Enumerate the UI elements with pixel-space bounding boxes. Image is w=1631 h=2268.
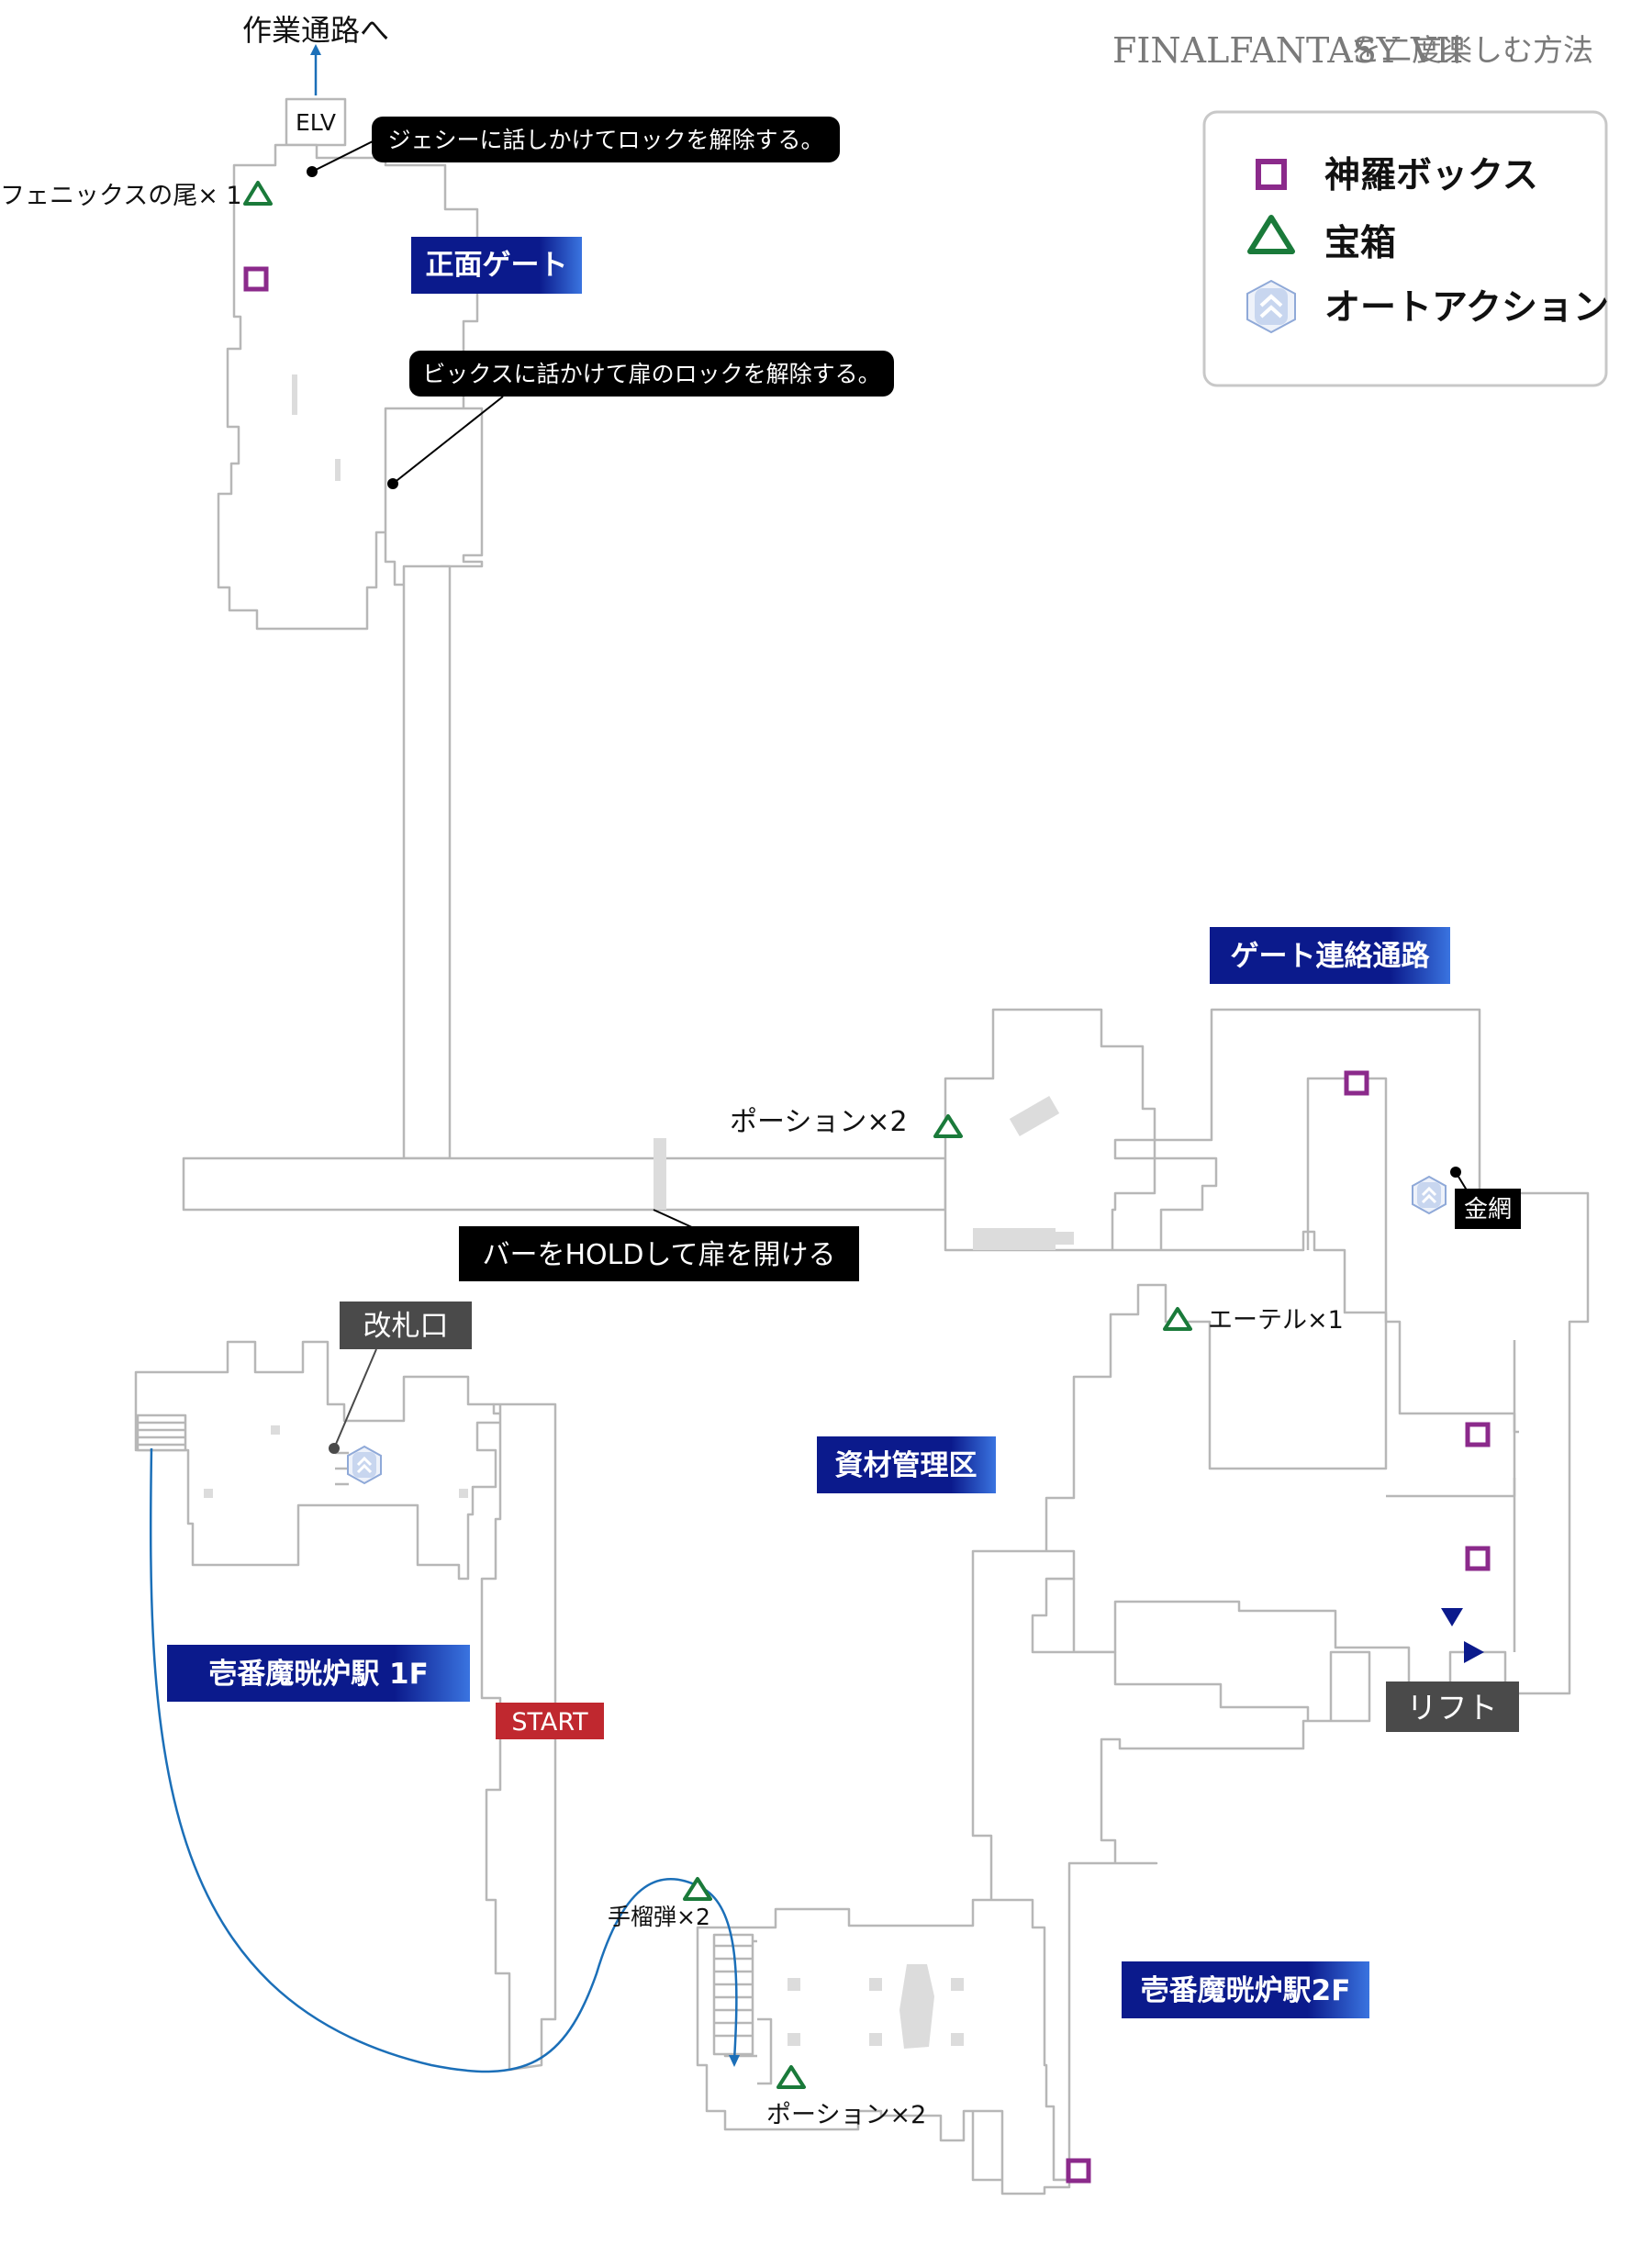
callout-jessie: ジェシーに話しかけてロックを解除する。 bbox=[372, 117, 840, 162]
area-title-materials: 資材管理区 bbox=[817, 1436, 996, 1493]
callout-biggs: ビックスに話かけて扉のロックを解除する。 bbox=[409, 351, 894, 397]
station-1f bbox=[134, 1340, 516, 1581]
svg-text:ゲート連絡通路: ゲート連絡通路 bbox=[1231, 940, 1431, 973]
start-badge: START bbox=[496, 1703, 604, 1739]
treasure-phoenix-down[interactable] bbox=[243, 181, 273, 206]
label-potion-corridor: ポーション×2 bbox=[730, 1106, 908, 1138]
auto-action-wire-mesh[interactable] bbox=[1412, 1175, 1447, 1215]
stairs-1f bbox=[136, 1413, 187, 1452]
label-ticket-gate: 改札口 bbox=[340, 1302, 472, 1349]
label-to-work-corridor: 作業通路へ bbox=[242, 13, 389, 48]
shinra-box-materials-2[interactable] bbox=[1465, 1546, 1491, 1571]
route-stairs-connection bbox=[149, 1447, 740, 2073]
lift-arrow-right-icon bbox=[1464, 1641, 1484, 1663]
lift-arrow-down-icon bbox=[1441, 1608, 1463, 1626]
legend: 神羅ボックス 宝箱 オートアクション bbox=[1202, 110, 1609, 387]
treasure-grenade[interactable] bbox=[683, 1877, 712, 1901]
svg-text:改札口: 改札口 bbox=[363, 1310, 449, 1343]
label-grenade: 手榴弾×2 bbox=[608, 1904, 710, 1930]
legend-shinra-box-label: 神羅ボックス bbox=[1324, 155, 1538, 196]
svg-text:正面ゲート: 正面ゲート bbox=[426, 249, 568, 282]
auto-action-icon bbox=[1246, 279, 1296, 334]
treasure-ether[interactable] bbox=[1163, 1307, 1192, 1331]
horizontal-corridor bbox=[182, 1156, 947, 1212]
svg-text:リフト: リフト bbox=[1407, 1690, 1498, 1726]
area-title-station-2f: 壱番魔晄炉駅2F bbox=[1122, 1961, 1369, 2018]
treasure-chest-icon bbox=[1247, 215, 1295, 254]
treasure-potion-corridor[interactable] bbox=[933, 1114, 963, 1138]
route-to-work-corridor bbox=[310, 44, 321, 95]
area-title-station-1f: 壱番魔晄炉駅 1F bbox=[167, 1645, 470, 1702]
station-2f bbox=[696, 1898, 1071, 2195]
svg-text:壱番魔晄炉駅2F: 壱番魔晄炉駅2F bbox=[1141, 1974, 1351, 2007]
svg-text:壱番魔晄炉駅 1F: 壱番魔晄炉駅 1F bbox=[208, 1658, 429, 1691]
svg-text:ジェシーに話しかけてロックを解除する。: ジェシーに話しかけてロックを解除する。 bbox=[387, 127, 823, 153]
svg-text:資材管理区: 資材管理区 bbox=[835, 1449, 977, 1482]
auto-action-ticket-gate[interactable] bbox=[347, 1445, 382, 1485]
brand-title: FINALFANTASY VII bbox=[1112, 30, 1463, 71]
svg-text:バーをHOLDして扉を開ける: バーをHOLDして扉を開ける bbox=[482, 1239, 835, 1271]
shinra-box-gate-corridor[interactable] bbox=[1344, 1070, 1369, 1096]
label-ether: エーテル×1 bbox=[1208, 1306, 1344, 1335]
brand-subtitle: を二度楽しむ方法 bbox=[1351, 32, 1593, 68]
label-wire-mesh: 金網 bbox=[1455, 1189, 1521, 1229]
floor-plan bbox=[134, 97, 1590, 2195]
label-elv: ELV bbox=[296, 109, 336, 136]
svg-text:START: START bbox=[511, 1708, 588, 1737]
shinra-box-station-2f[interactable] bbox=[1066, 2158, 1091, 2184]
elevator-room bbox=[285, 97, 347, 147]
label-lift: リフト bbox=[1386, 1681, 1519, 1732]
legend-auto-action-label: オートアクション bbox=[1324, 287, 1609, 329]
area-title-front-gate: 正面ゲート bbox=[411, 237, 582, 294]
treasure-potion-2f[interactable] bbox=[776, 2065, 806, 2089]
callout-bar-hold: バーをHOLDして扉を開ける bbox=[459, 1226, 859, 1281]
shinra-box-front-gate[interactable] bbox=[243, 266, 269, 292]
vertical-corridor bbox=[402, 564, 452, 1160]
label-potion-2f: ポーション×2 bbox=[766, 2101, 926, 2129]
svg-text:ビックスに話かけて扉のロックを解除する。: ビックスに話かけて扉のロックを解除する。 bbox=[422, 361, 880, 387]
shinra-box-icon bbox=[1256, 159, 1287, 190]
legend-treasure-label: 宝箱 bbox=[1324, 223, 1396, 264]
area-title-gate-corridor: ゲート連絡通路 bbox=[1210, 927, 1450, 984]
shinra-box-materials-1[interactable] bbox=[1465, 1422, 1491, 1447]
label-phoenix-down: フェニックスの尾× 1 bbox=[0, 182, 242, 210]
svg-text:金網: 金網 bbox=[1464, 1196, 1512, 1223]
